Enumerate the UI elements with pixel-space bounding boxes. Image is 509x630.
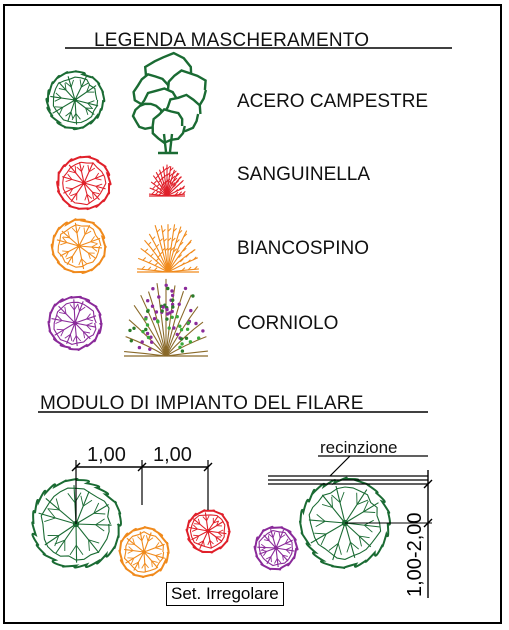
sanguinella-plan-icon bbox=[56, 155, 112, 211]
fence-lines bbox=[268, 455, 428, 485]
spacing-dimension-2: 1,00 bbox=[153, 444, 192, 466]
module-sanguinella bbox=[185, 509, 231, 554]
acero-plan-icon bbox=[45, 70, 106, 131]
legend-label-biancospino: BIANCOSPINO bbox=[237, 238, 369, 259]
spacing-dimension-lines bbox=[71, 460, 213, 524]
sheet-frame bbox=[3, 4, 502, 624]
module-title: MODULO DI IMPIANTO DEL FILARE bbox=[40, 393, 364, 414]
legend-label-acero: ACERO CAMPESTRE bbox=[237, 91, 429, 112]
legend-label-sanguinella: SANGUINELLA bbox=[237, 164, 371, 185]
module-corniolo bbox=[253, 525, 299, 571]
module-biancospino bbox=[118, 526, 170, 579]
biancospino-plan-icon bbox=[50, 218, 107, 274]
set-irregolare-label: Set. Irregolare bbox=[166, 582, 284, 606]
module-acero-1 bbox=[31, 478, 122, 569]
distance-dimension: 1,00-2,00 bbox=[404, 512, 426, 597]
acero-elevation-icon bbox=[131, 51, 208, 155]
fence-label: recinzione bbox=[320, 438, 398, 457]
sanguinella-elevation-icon bbox=[148, 164, 186, 197]
legend-label-corniolo: CORNIOLO bbox=[237, 313, 339, 334]
spacing-dimension-1: 1,00 bbox=[87, 444, 126, 466]
biancospino-elevation-icon bbox=[137, 224, 199, 273]
legend-title: LEGENDA MASCHERAMENTO bbox=[94, 30, 370, 51]
corniolo-plan-icon bbox=[47, 295, 103, 351]
distance-dimension-lines bbox=[345, 470, 433, 598]
corniolo-elevation-icon bbox=[124, 278, 208, 357]
